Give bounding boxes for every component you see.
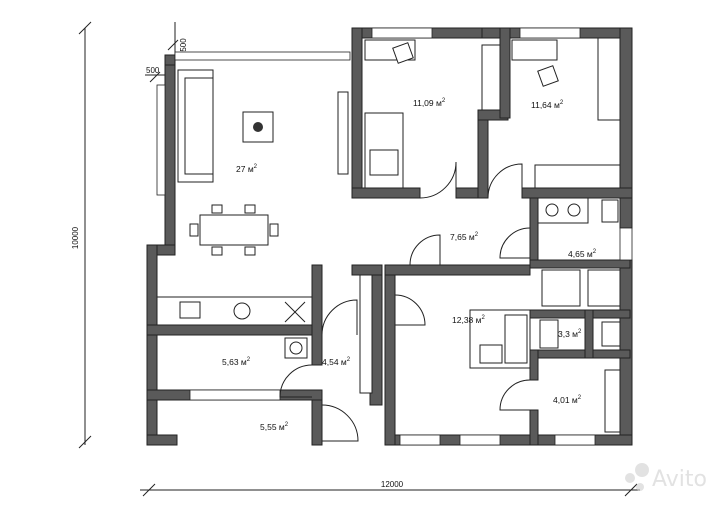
master-bedroom-area-label: 12,38 м2 xyxy=(452,315,485,325)
bedroom-2-area-label: 11,64 м2 xyxy=(531,100,564,110)
hall-area-label: 7,65 м2 xyxy=(450,232,479,242)
watermark-text: Avito xyxy=(652,467,707,492)
corridor-area-label: 4,54 м2 xyxy=(322,357,351,367)
utility-area-label: 5,63 м2 xyxy=(222,357,251,367)
height-dimension-label: 10000 xyxy=(71,226,80,249)
avito-logo-icon: Avito xyxy=(625,463,707,492)
bathroom-2-area-label: 3,3 м2 xyxy=(558,329,582,339)
bathroom-1-area-label: 4,65 м2 xyxy=(568,249,597,259)
width-dimension-label: 12000 xyxy=(381,480,404,489)
bedroom-1-area-label: 11,09 м2 xyxy=(413,98,446,108)
porch-area-label: 5,55 м2 xyxy=(260,422,289,432)
furniture xyxy=(156,37,621,433)
windows xyxy=(156,27,633,446)
top-offset-dimension-label: 500 xyxy=(179,38,188,52)
door-swings xyxy=(279,161,531,442)
dressing-area-label: 4,01 м2 xyxy=(553,395,582,405)
living-area-label: 27 м2 xyxy=(236,164,258,174)
room-labels: 27 м2 11,09 м2 11,64 м2 7,65 м2 4,65 м2 … xyxy=(222,98,597,432)
left-offset-dimension-label: 500 xyxy=(146,66,160,75)
dimension-lines xyxy=(78,21,640,497)
